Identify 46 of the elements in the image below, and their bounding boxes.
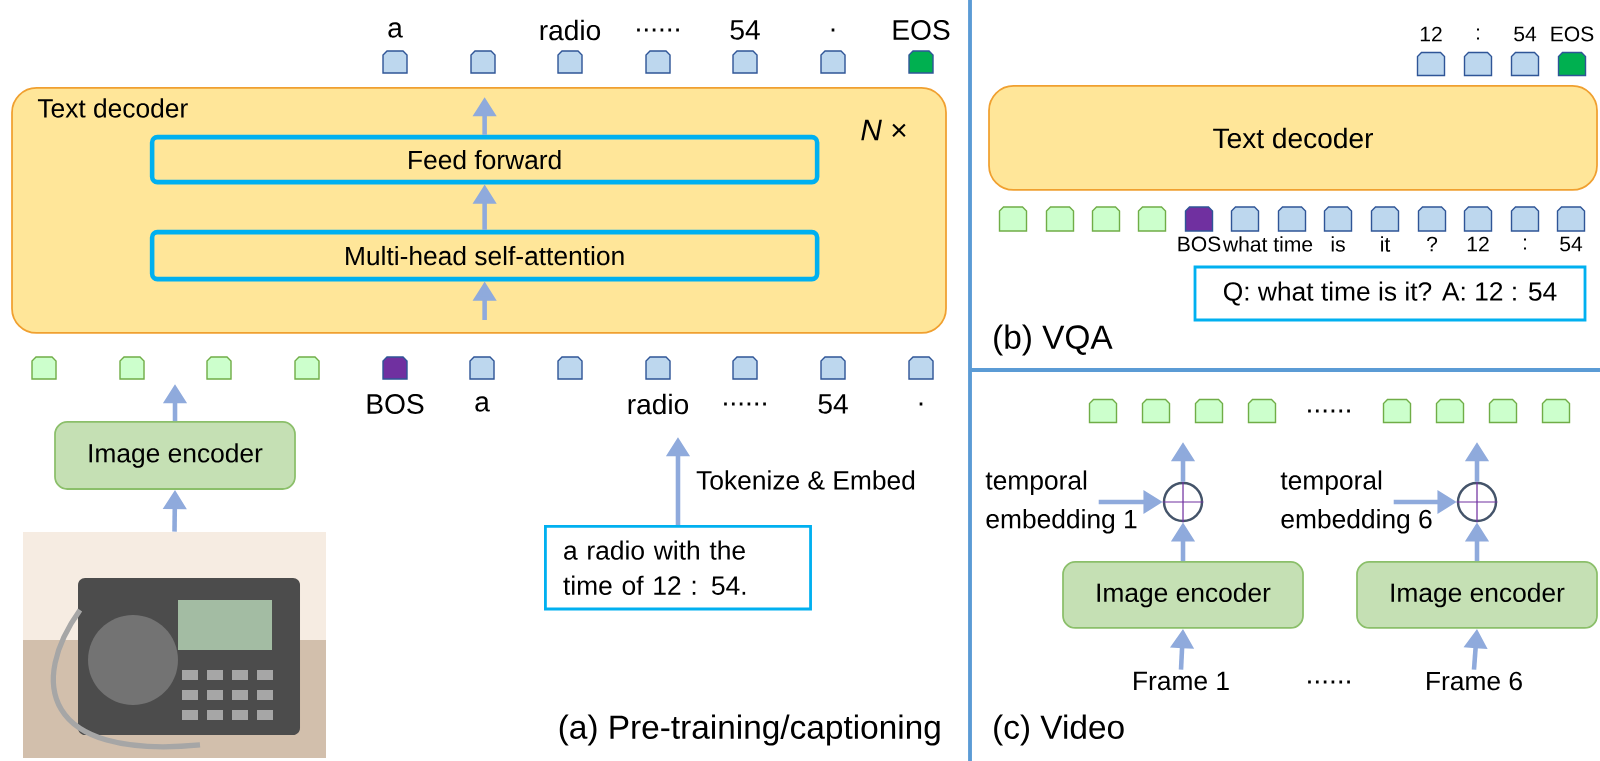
token-label: ? xyxy=(1427,236,1438,252)
token-label: EOS xyxy=(893,20,950,40)
encoder-box: Image encoder xyxy=(1062,561,1304,629)
token-label: : xyxy=(1477,28,1479,40)
token-label: BOS xyxy=(1178,236,1221,252)
question-box: Q: what time is it? A: 12 : 54 xyxy=(1193,265,1587,322)
dots-label: ...... xyxy=(1308,680,1350,684)
frame-label: Frame 1 xyxy=(1134,671,1229,691)
token-label: . xyxy=(831,28,835,32)
token-label: 12 xyxy=(1420,26,1442,42)
panel-label: (c) Video xyxy=(994,714,1124,746)
panel-label: (b) VQA xyxy=(994,324,1113,356)
layer-box: Multi-head self-attention xyxy=(149,229,820,282)
layer-box: Feed forward xyxy=(149,134,820,185)
token-label: 12 xyxy=(1467,236,1489,252)
dots-label: ...... xyxy=(1308,409,1350,413)
encoder-box: Image encoder xyxy=(1356,561,1598,629)
token-label: : xyxy=(1524,238,1526,250)
token-label: 54 xyxy=(1560,236,1583,252)
token-label: what time xyxy=(1222,236,1313,252)
embedding-label: temporal embedding 6 xyxy=(1280,470,1432,534)
token-label: 54 xyxy=(730,20,760,40)
token-label: BOS xyxy=(367,394,424,414)
add-circle xyxy=(1456,481,1498,523)
layer-count: N × xyxy=(861,119,906,141)
token-label: . xyxy=(919,402,923,406)
caption-box: a radio with the time of 12 : 54. xyxy=(544,525,812,611)
token-label: EOS xyxy=(1551,26,1594,42)
token-label: is xyxy=(1331,236,1345,252)
token-label: radio xyxy=(628,393,689,415)
panel-label: (a) Pre-training/captioning xyxy=(559,714,940,746)
token-label: it xyxy=(1381,236,1391,252)
frame-label: Frame 6 xyxy=(1427,671,1522,691)
embedding-label: temporal embedding 1 xyxy=(985,470,1137,534)
token-label: 54 xyxy=(818,394,848,414)
token-label: a xyxy=(475,396,490,412)
token-label: radio xyxy=(540,19,601,41)
token-label: 54 xyxy=(1514,26,1537,42)
encoder-box: Image encoder xyxy=(54,421,296,490)
edge-label: Tokenize & Embed xyxy=(696,470,915,490)
token-label: a xyxy=(388,22,403,38)
radio-photo-drawing xyxy=(23,532,326,758)
add-circle xyxy=(1162,481,1204,523)
token-label: ...... xyxy=(724,402,766,406)
token-label: ...... xyxy=(637,28,679,32)
decoder-box: Text decoder xyxy=(988,85,1598,191)
